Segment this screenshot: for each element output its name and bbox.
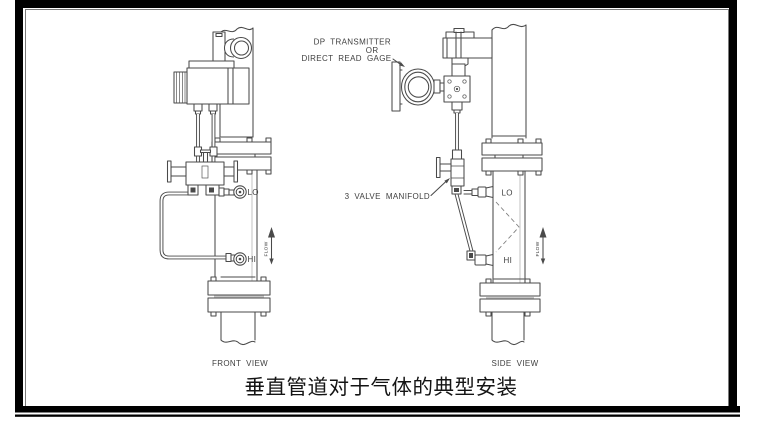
frame-inner-hairline xyxy=(25,9,729,407)
u-tube-front xyxy=(159,191,236,263)
bracket-arm-side xyxy=(442,37,493,59)
hi-label-front: HI xyxy=(248,255,257,264)
manifold-callout: 3 VALVE MANIFOLD xyxy=(345,178,450,201)
drawing-caption: 垂直管道对于气体的典型安装 xyxy=(245,375,518,399)
dp-transmitter-callout: DP TRANSMITTER OR DIRECT READ GAGE xyxy=(301,38,405,67)
orifice-flange-side xyxy=(481,138,543,176)
manifold-block-front xyxy=(185,161,225,186)
frame-top-bar xyxy=(15,0,737,8)
frame-right-bar xyxy=(729,0,737,407)
manifold-callout-text: 3 VALVE MANIFOLD xyxy=(345,192,430,201)
side-view-title: SIDE VIEW xyxy=(492,359,539,368)
front-view: LO HI FLOW FRONT VIEW xyxy=(159,26,275,368)
dp-callout-line1: DP TRANSMITTER xyxy=(314,38,391,47)
lo-tap-front: LO xyxy=(233,185,259,199)
drawing-frame xyxy=(15,0,740,417)
manifold-valve-side xyxy=(439,163,452,172)
orifice-dashed-lines xyxy=(495,201,520,253)
manifold-left-valve xyxy=(170,166,187,177)
frame-bottom-bar xyxy=(15,406,740,413)
frame-left-bar xyxy=(15,0,23,407)
manifold-right-valve xyxy=(223,166,235,177)
dp-callout-line3: DIRECT READ GAGE xyxy=(301,54,391,63)
lo-label-front: LO xyxy=(248,188,259,197)
gauge-ring-outer xyxy=(400,68,436,106)
impulse-tubing-side xyxy=(451,113,463,160)
gauge-ring-inner xyxy=(407,76,430,98)
front-view-title: FRONT VIEW xyxy=(212,359,268,368)
manifold-front xyxy=(166,149,239,197)
manifold-callout-leader xyxy=(430,179,448,197)
transmitter-side xyxy=(391,27,493,114)
gauge-mount-plate xyxy=(391,61,401,112)
lo-tap-side: LO xyxy=(471,185,513,199)
flow-arrow-side: FLOW xyxy=(535,227,547,265)
manifold-block-side xyxy=(450,158,465,187)
transmitter-front xyxy=(173,31,253,115)
lower-flange-side xyxy=(479,278,541,317)
side-view: LO HI FLOW SIDE VIEW xyxy=(391,23,547,368)
flow-label-side: FLOW xyxy=(535,241,541,256)
manifold-side xyxy=(435,156,473,195)
hi-tap-front: HI xyxy=(233,252,257,266)
lo-label-side: LO xyxy=(502,189,513,198)
flow-label-front: FLOW xyxy=(264,241,270,256)
flow-arrowhead-up-front xyxy=(268,227,275,238)
dp-callout-line2: OR xyxy=(366,46,379,55)
transmitter-endcap-front xyxy=(173,71,188,104)
angled-tube-side xyxy=(454,193,474,254)
flow-arrow-front: FLOW xyxy=(264,227,275,265)
hi-tap-side: HI xyxy=(466,250,513,267)
lower-flange-front xyxy=(207,276,271,317)
pipe-side xyxy=(491,23,527,346)
transmitter-body-front xyxy=(186,67,234,105)
frame-bottom-rule xyxy=(15,414,740,417)
flow-arrowhead-up-side xyxy=(539,227,547,238)
hi-label-side: HI xyxy=(504,256,513,265)
